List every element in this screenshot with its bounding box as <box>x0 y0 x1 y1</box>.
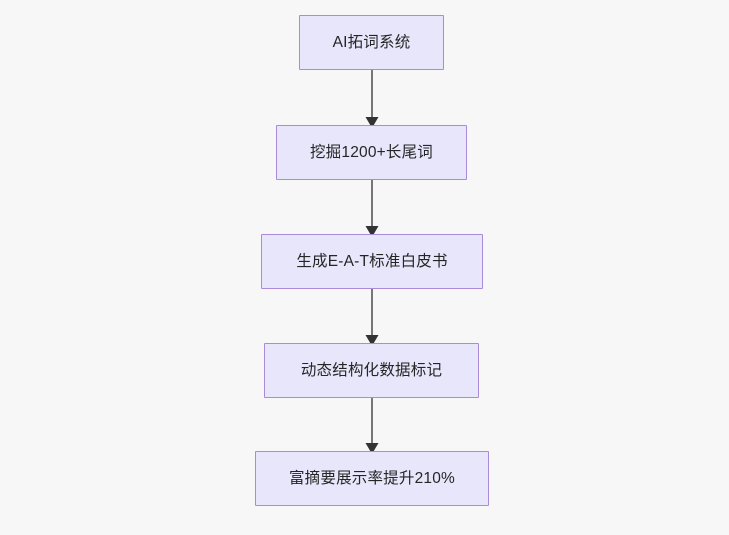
flow-connector-2 <box>365 180 379 237</box>
flow-node-n3[interactable]: 生成E-A-T标准白皮书 <box>261 234 483 289</box>
flow-node-label: 挖掘1200+长尾词 <box>309 143 434 161</box>
flow-node-label: 动态结构化数据标记 <box>300 361 443 379</box>
flow-node-n2[interactable]: 挖掘1200+长尾词 <box>276 125 467 180</box>
flow-connector-3 <box>365 289 379 346</box>
flow-node-label: 生成E-A-T标准白皮书 <box>296 252 448 270</box>
flow-connector-1 <box>365 70 379 128</box>
flow-connector-4 <box>365 398 379 454</box>
flow-node-n4[interactable]: 动态结构化数据标记 <box>264 343 479 398</box>
flow-node-n5[interactable]: 富摘要展示率提升210% <box>255 451 489 506</box>
connector-arrowhead <box>365 117 379 128</box>
flow-node-label: 富摘要展示率提升210% <box>288 469 456 487</box>
connector-arrowhead <box>365 335 379 346</box>
flow-node-label: AI拓词系统 <box>332 33 411 51</box>
connector-arrowhead <box>365 443 379 454</box>
connector-arrowhead <box>365 226 379 237</box>
flow-node-n1[interactable]: AI拓词系统 <box>299 15 444 70</box>
